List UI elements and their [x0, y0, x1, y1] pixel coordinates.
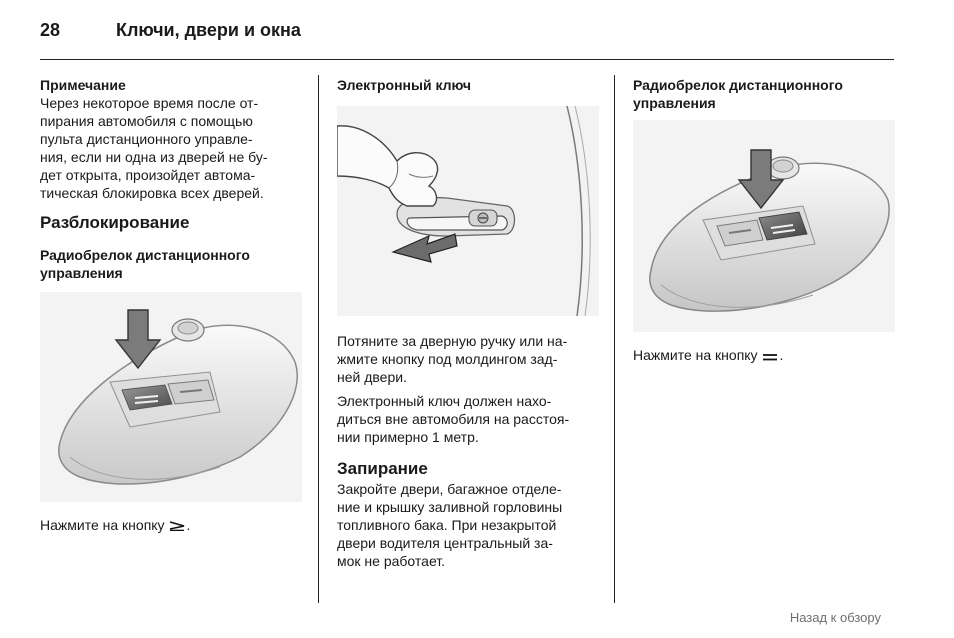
subsection-title-remote: Радиобрелок дистанционного управления — [633, 76, 895, 112]
page-title: Ключи, двери и окна — [116, 20, 301, 40]
section-title-unlock: Разблокирование — [40, 213, 190, 232]
paragraph-line: двери водителя центральный за- — [337, 535, 553, 551]
section-title-lock: Запирание — [337, 459, 428, 478]
lock-paragraph: Закройте двери, багажное отделе- ние и к… — [337, 480, 599, 570]
caption-end: . — [779, 347, 784, 363]
column-divider — [318, 75, 319, 603]
note-line: пульта дистанционного управле- — [40, 131, 253, 147]
caption-text: Нажмите на кнопку — [633, 347, 758, 363]
paragraph-line: нии примерно 1 метр. — [337, 429, 479, 445]
subsection-line: Радиобрелок дистанционного — [633, 77, 843, 93]
remote-key-unlock-drawing — [58, 309, 298, 485]
paragraph-line: мок не работает. — [337, 553, 446, 569]
note-line: ния, если ни одна из дверей не бу- — [40, 149, 268, 165]
door-handle-drawing — [337, 106, 591, 316]
unlock-button-icon — [170, 521, 185, 531]
paragraph-line: топливного бака. При незакрытой — [337, 517, 557, 533]
column-1: Примечание Через некоторое время после о… — [40, 76, 304, 534]
paragraph-line: Электронный ключ должен нахо- — [337, 393, 552, 409]
subsection-line: управления — [40, 265, 123, 281]
unlock-caption: Нажмите на кнопку . — [40, 516, 304, 534]
pull-handle-paragraph: Потяните за дверную ручку или на- жмите … — [337, 332, 599, 386]
paragraph-line: диться вне автомобиля на расстоя- — [337, 411, 570, 427]
subsection-line: Радиобрелок дистанционного — [40, 247, 250, 263]
header-divider — [40, 59, 894, 60]
key-distance-paragraph: Электронный ключ должен нахо- диться вне… — [337, 392, 599, 446]
lock-caption: Нажмите на кнопку . — [633, 346, 895, 364]
note-line: пирания автомобиля с помощью — [40, 113, 253, 129]
column-3: Радиобрелок дистанционного управления — [633, 76, 895, 364]
remote-key-lock-drawing — [649, 149, 890, 312]
note-line: дет открыта, произойдет автома- — [40, 167, 256, 183]
paragraph-line: Потяните за дверную ручку или на- — [337, 333, 568, 349]
paragraph-line: жмите кнопку под молдингом зад- — [337, 351, 558, 367]
remote-lock-illustration — [633, 120, 895, 332]
note-title: Примечание — [40, 77, 126, 93]
column-2: Электронный ключ Потяните за дверную руч… — [337, 76, 599, 570]
door-handle-illustration — [337, 106, 599, 316]
lock-button-icon — [763, 354, 778, 361]
remote-unlock-illustration — [40, 292, 302, 502]
note-line: тическая блокировка всех дверей. — [40, 185, 264, 201]
note-text: Через некоторое время после от- пирания … — [40, 94, 304, 202]
subsection-line: управления — [633, 95, 716, 111]
caption-text: Нажмите на кнопку — [40, 517, 165, 533]
note-line: Через некоторое время после от- — [40, 95, 259, 111]
paragraph-line: ней двери. — [337, 369, 407, 385]
back-to-overview-link[interactable]: Назад к обзору — [789, 610, 881, 625]
paragraph-line: Закройте двери, багажное отделе- — [337, 481, 562, 497]
subsection-title-electronic-key: Электронный ключ — [337, 77, 472, 93]
subsection-title-remote: Радиобрелок дистанционного управления — [40, 246, 304, 282]
column-divider — [614, 75, 615, 603]
paragraph-line: ние и крышку заливной горловины — [337, 499, 563, 515]
page-number: 28 — [40, 20, 61, 40]
caption-end: . — [186, 517, 191, 533]
